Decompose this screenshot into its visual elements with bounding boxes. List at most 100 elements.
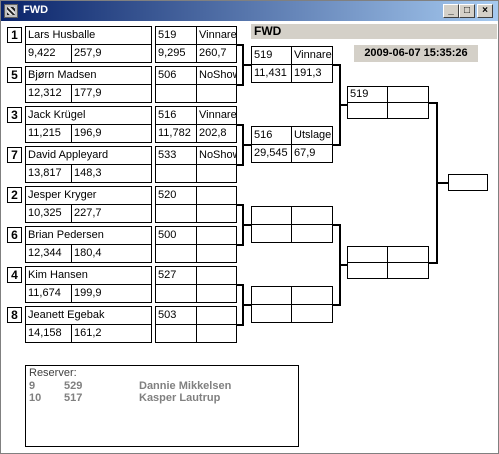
- bracket-line: [237, 284, 243, 286]
- bracket-line: [291, 46, 292, 83]
- bracket-line: [71, 84, 72, 103]
- bracket-line: [339, 264, 347, 266]
- bracket-area: FWD 2009-06-07 15:35:26 Reserver: 9 529 …: [1, 21, 498, 453]
- bracket-line: [196, 186, 197, 223]
- round2-value-1: 11,431: [254, 67, 287, 79]
- close-button[interactable]: ×: [477, 4, 493, 18]
- bracket-line: [333, 144, 340, 146]
- seed-number: 3: [7, 107, 22, 123]
- player-value-2: 177,9: [74, 87, 102, 99]
- bracket-line: [25, 204, 152, 205]
- round1-number: 500: [158, 229, 177, 241]
- maximize-button[interactable]: □: [459, 4, 475, 18]
- reserver-pos: 10: [29, 392, 42, 404]
- bracket-line: [237, 324, 243, 326]
- round1-result: Vinnare: [199, 109, 237, 121]
- round1-number: 503: [158, 309, 177, 321]
- player-value-2: 257,9: [74, 47, 102, 59]
- player-value-1: 11,674: [28, 287, 61, 299]
- bracket-line: [333, 304, 340, 306]
- bracket-line: [251, 224, 333, 225]
- player-value-1: 10,325: [28, 207, 62, 219]
- round2-result: Utslagen: [294, 129, 333, 141]
- round1-value-2: 202,8: [199, 127, 227, 139]
- round1-number: 533: [158, 149, 177, 161]
- player-value-2: 199,9: [74, 287, 102, 299]
- bracket-line: [237, 84, 243, 86]
- bracket-line: [71, 324, 72, 343]
- reserver-name: Dannie Mikkelsen: [139, 380, 232, 392]
- bracket-line: [25, 284, 152, 285]
- bracket-line: [436, 182, 448, 184]
- bracket-line: [429, 262, 437, 264]
- bracket-line: [196, 306, 197, 343]
- bracket-line: [25, 324, 152, 325]
- bracket-line: [387, 86, 388, 119]
- round1-number: 506: [158, 69, 177, 81]
- bracket-line: [71, 204, 72, 223]
- bracket-line: [387, 246, 388, 279]
- reserver-panel: Reserver: 9 529 Dannie Mikkelsen 10 517 …: [25, 365, 299, 447]
- round1-number: 519: [158, 29, 177, 41]
- bracket-line: [242, 144, 251, 146]
- bracket-line: [242, 304, 251, 306]
- bracket-line: [251, 64, 333, 65]
- round2-number: 519: [254, 49, 273, 61]
- player-value-1: 12,344: [28, 247, 62, 259]
- bracket-line: [25, 44, 152, 45]
- seed-number: 2: [7, 187, 22, 203]
- round1-value-1: 11,782: [158, 127, 191, 139]
- bracket-line: [25, 124, 152, 125]
- app-icon: [4, 4, 18, 18]
- seed-number: 4: [7, 267, 22, 283]
- player-value-1: 12,312: [28, 87, 62, 99]
- seed-number: 5: [7, 67, 22, 83]
- bracket-line: [251, 144, 333, 145]
- player-value-1: 9,422: [28, 47, 56, 59]
- player-name: Bjørn Madsen: [28, 69, 97, 81]
- round3-number: 519: [350, 88, 369, 100]
- minimize-button[interactable]: _: [443, 4, 459, 18]
- bracket-line: [339, 104, 347, 106]
- reserver-name: Kasper Lautrup: [139, 392, 221, 404]
- round2-value-1: 29,545: [254, 147, 288, 159]
- player-value-2: 148,3: [74, 167, 102, 179]
- reserver-num: 529: [64, 380, 83, 392]
- player-name: Jack Krügel: [28, 109, 86, 121]
- player-value-1: 11,215: [28, 127, 61, 139]
- bracket-line: [347, 262, 429, 263]
- bracket-line: [291, 286, 292, 323]
- bracket-line: [242, 224, 251, 226]
- bracket-line: [196, 26, 197, 63]
- timestamp: 2009-06-07 15:35:26: [354, 45, 478, 62]
- bracket-line: [196, 146, 197, 183]
- player-value-2: 180,4: [74, 247, 102, 259]
- bracket-line: [196, 66, 197, 103]
- round1-result: Vinnare: [199, 29, 237, 41]
- bracket-line: [71, 164, 72, 183]
- player-value-2: 196,9: [74, 127, 102, 139]
- bracket-line: [429, 102, 437, 104]
- reserver-num: 517: [64, 392, 83, 404]
- bracket-line: [71, 244, 72, 263]
- player-value-2: 227,7: [74, 207, 102, 219]
- bracket-line: [237, 124, 243, 126]
- bracket-line: [71, 124, 72, 143]
- player-name: Brian Pedersen: [28, 229, 104, 241]
- bracket-line: [242, 64, 251, 66]
- seed-number: 8: [7, 307, 22, 323]
- player-name: David Appleyard: [28, 149, 109, 161]
- round2-value-2: 67,9: [294, 147, 316, 159]
- round1-value-1: 9,295: [158, 47, 186, 59]
- window-title: FWD: [23, 4, 49, 16]
- bracket-line: [196, 106, 197, 143]
- bracket-line: [237, 204, 243, 206]
- bracket-line: [237, 244, 243, 246]
- title-bar[interactable]: FWD _ □ ×: [1, 1, 498, 21]
- bracket-line: [71, 284, 72, 303]
- round1-value-2: 260,7: [199, 47, 227, 59]
- final-box[interactable]: [448, 174, 488, 191]
- bracket-line: [333, 224, 340, 226]
- bracket-line: [25, 244, 152, 245]
